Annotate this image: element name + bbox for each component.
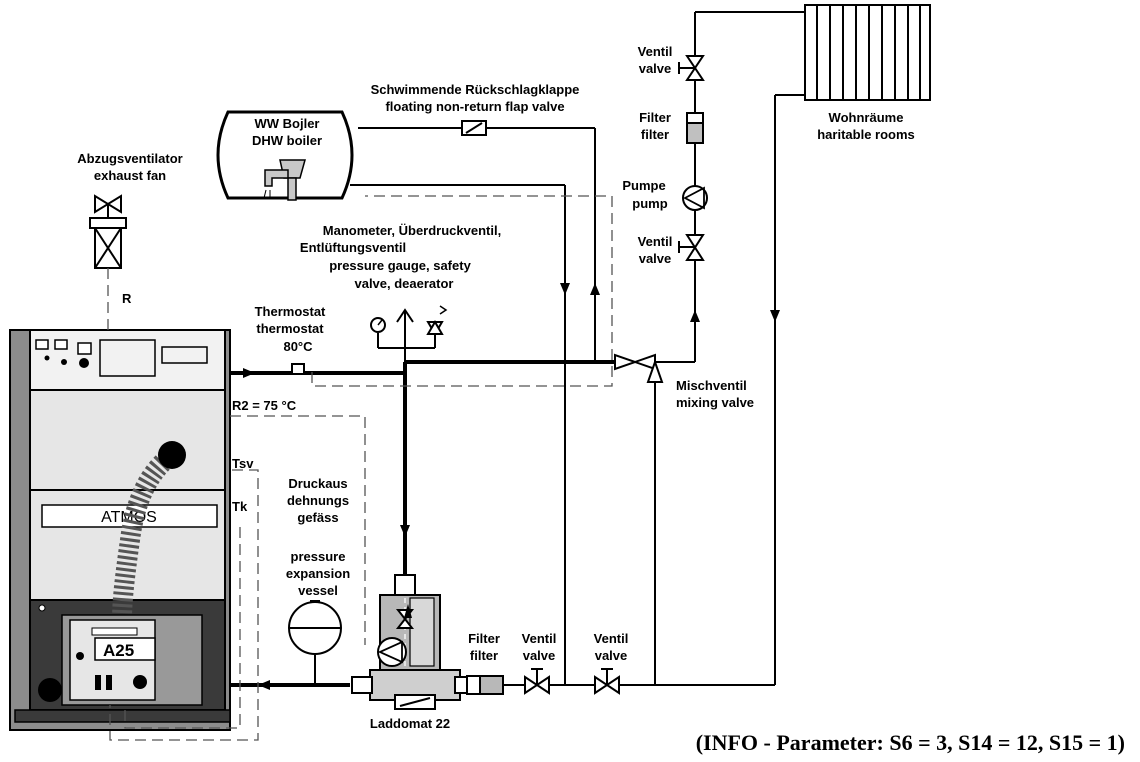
- expansion-label-5: expansion: [286, 566, 350, 581]
- exhaust-fan-label-en: exhaust fan: [94, 168, 166, 183]
- flap-valve-label-de: Schwimmende Rückschlagklappe: [371, 82, 580, 97]
- bottom-filter: [466, 675, 504, 695]
- thermostat-temp: 80°C: [283, 339, 313, 354]
- floating-flap-valve: [461, 120, 487, 136]
- gauge-safety-group: [370, 305, 448, 336]
- pump-label-en: pump: [632, 196, 667, 211]
- top-valve: [678, 55, 705, 81]
- laddomat-unit: [351, 574, 476, 710]
- expansion-label-4: pressure: [291, 549, 346, 564]
- middle-valve: [678, 234, 705, 261]
- atmos-label: ATMOS: [101, 509, 157, 526]
- thermostat-sensor: [291, 363, 305, 375]
- circulation-pump: [682, 185, 708, 211]
- expansion-label-3: gefäss: [297, 510, 338, 525]
- gauge-label-1: Manometer, Überdruckventil,: [323, 223, 501, 238]
- top-filter-label-en: filter: [641, 127, 669, 142]
- tsv-label: Tsv: [232, 456, 254, 471]
- mixing-valve-label-de: Mischventil: [676, 378, 747, 393]
- top-valve-label-en: valve: [639, 61, 672, 76]
- bottom-valve-2-label-de: Ventil: [594, 631, 629, 646]
- pump-label-de: Pumpe: [622, 178, 665, 193]
- control-wiring: [109, 195, 613, 741]
- dhw-boiler: [216, 110, 354, 201]
- exhaust-fan: [89, 194, 127, 269]
- rooms-label-de: Wohnräume: [829, 110, 904, 125]
- pellet-hose: [112, 446, 179, 621]
- bottom-filter-label-de: Filter: [468, 631, 500, 646]
- thermostat-label-de: Thermostat: [255, 304, 326, 319]
- gauge-label-3: pressure gauge, safety: [329, 258, 471, 273]
- mid-valve-label-de: Ventil: [638, 234, 673, 249]
- flow-arrows: [243, 283, 780, 690]
- gauge-label-2: Entlüftungsventil: [300, 240, 406, 255]
- expansion-label-2: dehnungs: [287, 493, 349, 508]
- gauge-label-4: valve, deaerator: [354, 276, 453, 291]
- mixing-valve: [614, 353, 664, 383]
- info-parameters: (INFO - Parameter: S6 = 3, S14 = 12, S15…: [696, 730, 1125, 755]
- expansion-label-1: Druckaus: [288, 476, 347, 491]
- control-panel: [35, 339, 208, 377]
- bottom-valve-1: [524, 668, 550, 695]
- laddomat-label: Laddomat 22: [370, 716, 450, 731]
- dhw-label-en: DHW boiler: [252, 133, 322, 148]
- top-filter: [686, 112, 704, 144]
- r2-label: R2 = 75 °C: [232, 398, 297, 413]
- bottom-valve-1-label-de: Ventil: [522, 631, 557, 646]
- bottom-valve-1-label-en: valve: [523, 648, 556, 663]
- boiler: ATMOS A25: [9, 329, 231, 731]
- exhaust-fan-label-de: Abzugsventilator: [77, 151, 182, 166]
- top-filter-label-de: Filter: [639, 110, 671, 125]
- expansion-label-6: vessel: [298, 583, 338, 598]
- bottom-valve-2-label-en: valve: [595, 648, 628, 663]
- mid-valve-label-en: valve: [639, 251, 672, 266]
- bottom-valve-2: [594, 668, 620, 695]
- dhw-label-de: WW Bojler: [255, 116, 320, 131]
- flap-valve-label-en: floating non-return flap valve: [385, 99, 564, 114]
- fan-signal-label: R: [122, 291, 132, 306]
- tk-label: Tk: [232, 499, 248, 514]
- top-valve-label-de: Ventil: [638, 44, 673, 59]
- thermostat-label-en: thermostat: [256, 321, 324, 336]
- burner-label: A25: [103, 641, 134, 660]
- bottom-filter-label-en: filter: [470, 648, 498, 663]
- mixing-valve-label-en: mixing valve: [676, 395, 754, 410]
- radiator: [804, 4, 931, 101]
- expansion-vessel: [288, 600, 342, 655]
- rooms-label-en: haritable rooms: [817, 127, 915, 142]
